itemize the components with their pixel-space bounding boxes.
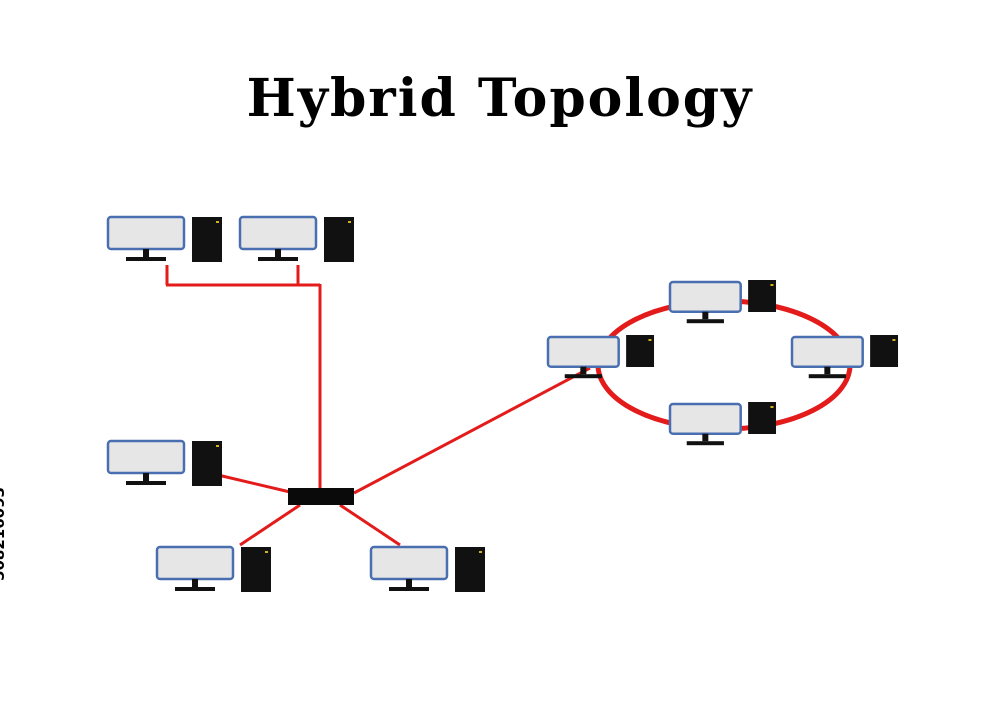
computer-ring-left	[546, 335, 655, 379]
monitor-base	[389, 587, 429, 591]
computer-ring-bottom	[668, 402, 777, 446]
monitor-base	[686, 441, 724, 446]
monitor-base	[258, 257, 298, 261]
star-link-left	[217, 473, 291, 494]
computer-star-bottom-right	[369, 545, 485, 592]
tower-case	[241, 547, 271, 592]
tower-case	[192, 441, 222, 486]
tower-led	[648, 339, 652, 341]
tower-led	[216, 445, 219, 447]
monitor-neck	[275, 249, 281, 257]
monitor-screen	[155, 545, 235, 581]
monitor-base	[564, 374, 602, 379]
monitor-screen	[546, 335, 620, 369]
bus-links	[165, 265, 322, 490]
tower-led	[216, 221, 219, 223]
tower-led	[479, 551, 482, 553]
monitor-screen	[106, 215, 186, 251]
monitor-neck	[406, 579, 412, 587]
monitor-neck	[192, 579, 198, 587]
tower-led	[770, 406, 774, 408]
tower-led	[892, 339, 896, 341]
tower-case	[324, 217, 354, 262]
monitor-neck	[143, 473, 149, 481]
hub	[288, 488, 354, 505]
computer-bus-1	[106, 215, 222, 262]
monitor-base	[175, 587, 215, 591]
monitor-neck	[824, 366, 831, 375]
computer-star-left	[106, 439, 222, 486]
monitor-base	[686, 319, 724, 324]
monitor-base	[808, 374, 846, 379]
monitor-neck	[580, 366, 587, 375]
star-link-bottom-right	[339, 503, 401, 547]
monitor-screen	[790, 335, 864, 369]
monitor-neck	[143, 249, 149, 257]
computer-star-bottom-left	[155, 545, 271, 592]
ring-uplink	[353, 366, 591, 495]
star-links	[217, 366, 591, 547]
monitor-base	[126, 481, 166, 485]
computer-ring-right	[790, 335, 899, 379]
computer-bus-2	[238, 215, 354, 262]
monitor-screen	[369, 545, 449, 581]
monitor-screen	[668, 280, 742, 314]
computer-ring-top	[668, 280, 777, 324]
monitor-screen	[238, 215, 318, 251]
monitor-neck	[702, 311, 709, 320]
tower-led	[265, 551, 268, 553]
tower-case	[455, 547, 485, 592]
star-link-bottom-left	[239, 503, 301, 547]
tower-case	[192, 217, 222, 262]
monitor-screen	[668, 402, 742, 436]
diagram-title: Hybrid Topology	[246, 68, 754, 129]
monitor-base	[126, 257, 166, 261]
image-id-label: 508216093	[0, 487, 8, 581]
tower-led	[770, 284, 774, 286]
tower-led	[348, 221, 351, 223]
monitor-screen	[106, 439, 186, 475]
monitor-neck	[702, 433, 709, 442]
